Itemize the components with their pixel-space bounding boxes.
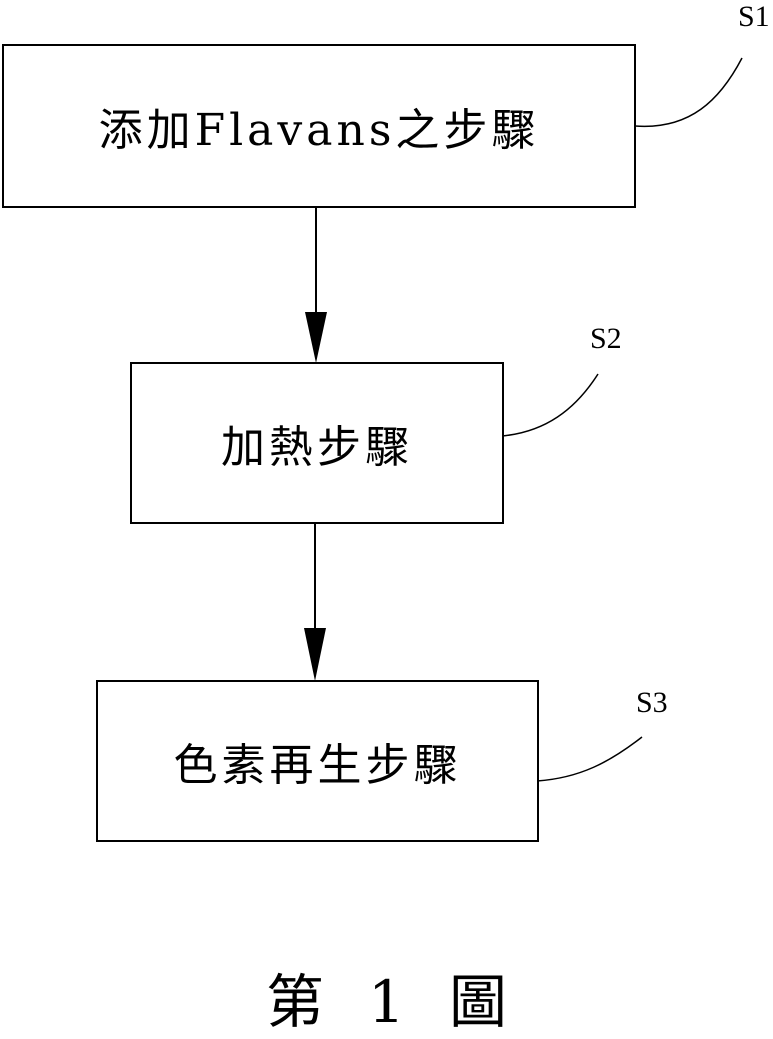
step-label-s1: 添加Flavans之步驟 [98,105,540,156]
ref-label-s1: S1 [738,0,770,33]
arrow-s2-s3-head [304,628,326,681]
leader-line-s2 [501,373,599,437]
ref-label-s2: S2 [590,322,622,355]
step-label-s2: 加熱步驟 [221,422,413,473]
step-box-s2: 加熱步驟 [130,362,504,524]
caption-prefix: 第 [266,968,325,1036]
leader-line-s1 [634,57,743,128]
caption-number: 1 [368,968,405,1036]
arrow-s1-s2-head [305,312,327,363]
step-box-s3: 色素再生步驟 [96,680,539,842]
step-label-s3: 色素再生步驟 [173,740,462,791]
leader-line-s3 [536,736,643,782]
step-box-s1: 添加Flavans之步驟 [2,44,636,208]
caption-suffix: 圖 [448,968,507,1036]
ref-label-s3: S3 [636,686,668,719]
